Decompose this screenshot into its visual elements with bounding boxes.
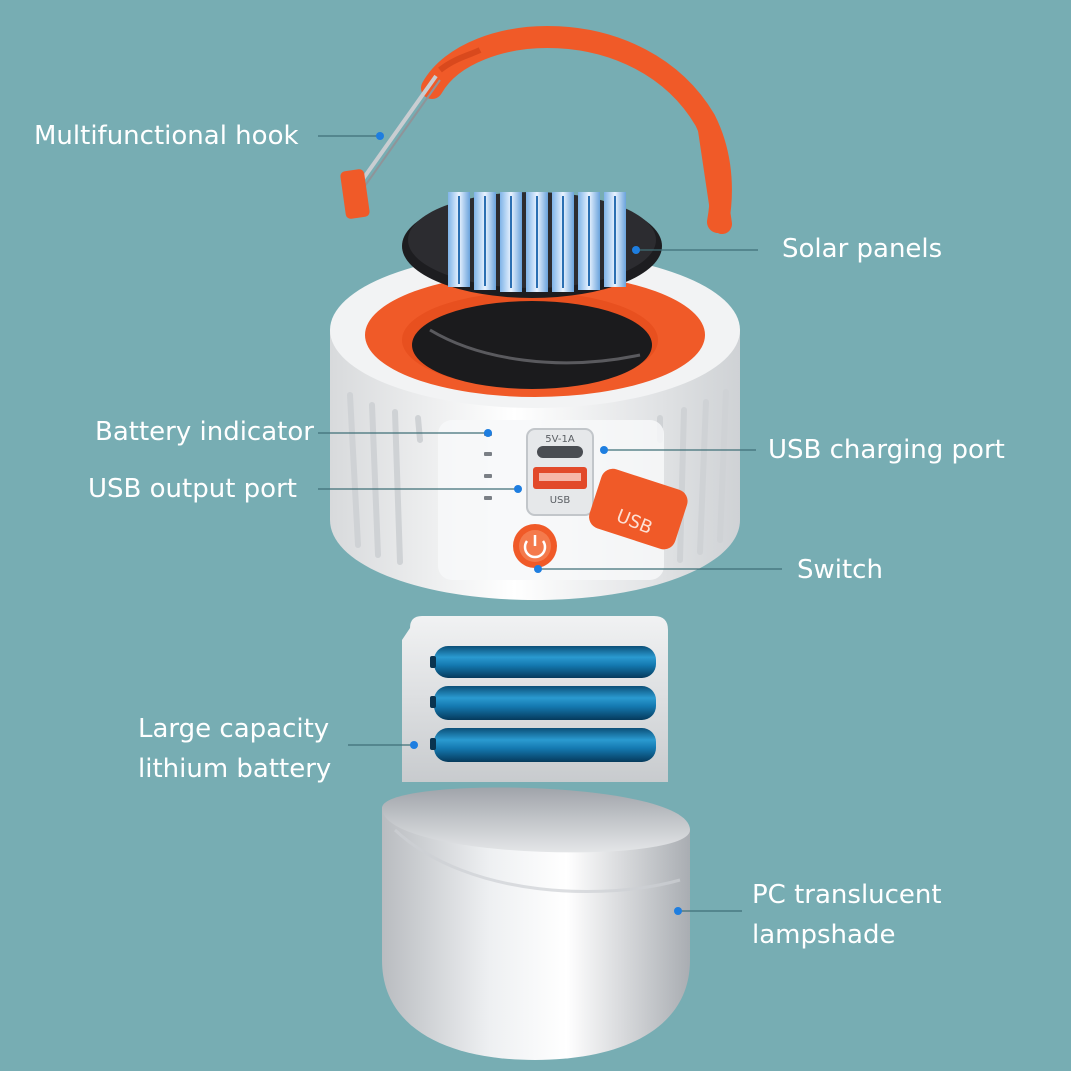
label-lithium-battery: Large capacity lithium battery <box>138 709 331 789</box>
label-usb-output-port: USB output port <box>88 474 297 504</box>
lampshade <box>382 787 690 1060</box>
usb-output-marker <box>514 485 522 493</box>
label-switch: Switch <box>797 555 883 585</box>
lamp-body <box>330 252 740 600</box>
label-pc-lampshade-line2: lampshade <box>752 920 896 950</box>
battery-marker <box>410 741 418 749</box>
solar-panel <box>402 192 662 298</box>
handle-hook <box>340 26 732 234</box>
marker-dots <box>376 132 682 915</box>
label-solar-panels: Solar panels <box>782 234 943 264</box>
leader-lines <box>318 135 782 912</box>
hook-marker <box>376 132 384 140</box>
charging-port-text: 5V-1A <box>545 434 575 445</box>
battery-indicator-marker <box>484 429 492 437</box>
lampshade-marker <box>674 907 682 915</box>
label-battery-indicator: Battery indicator <box>95 417 314 447</box>
label-pc-lampshade-line1: PC translucent <box>752 880 942 910</box>
battery-pack <box>402 616 668 782</box>
label-multifunctional-hook: Multifunctional hook <box>34 121 299 151</box>
solar-marker <box>632 246 640 254</box>
label-lithium-battery-line1: Large capacity <box>138 714 330 744</box>
label-lithium-battery-line2: lithium battery <box>138 754 332 784</box>
label-usb-charging-port: USB charging port <box>768 435 1005 465</box>
usb-charging-marker <box>600 446 608 454</box>
label-pc-lampshade: PC translucent lampshade <box>752 875 942 955</box>
output-port-text: USB <box>550 495 571 506</box>
switch-marker <box>534 565 542 573</box>
